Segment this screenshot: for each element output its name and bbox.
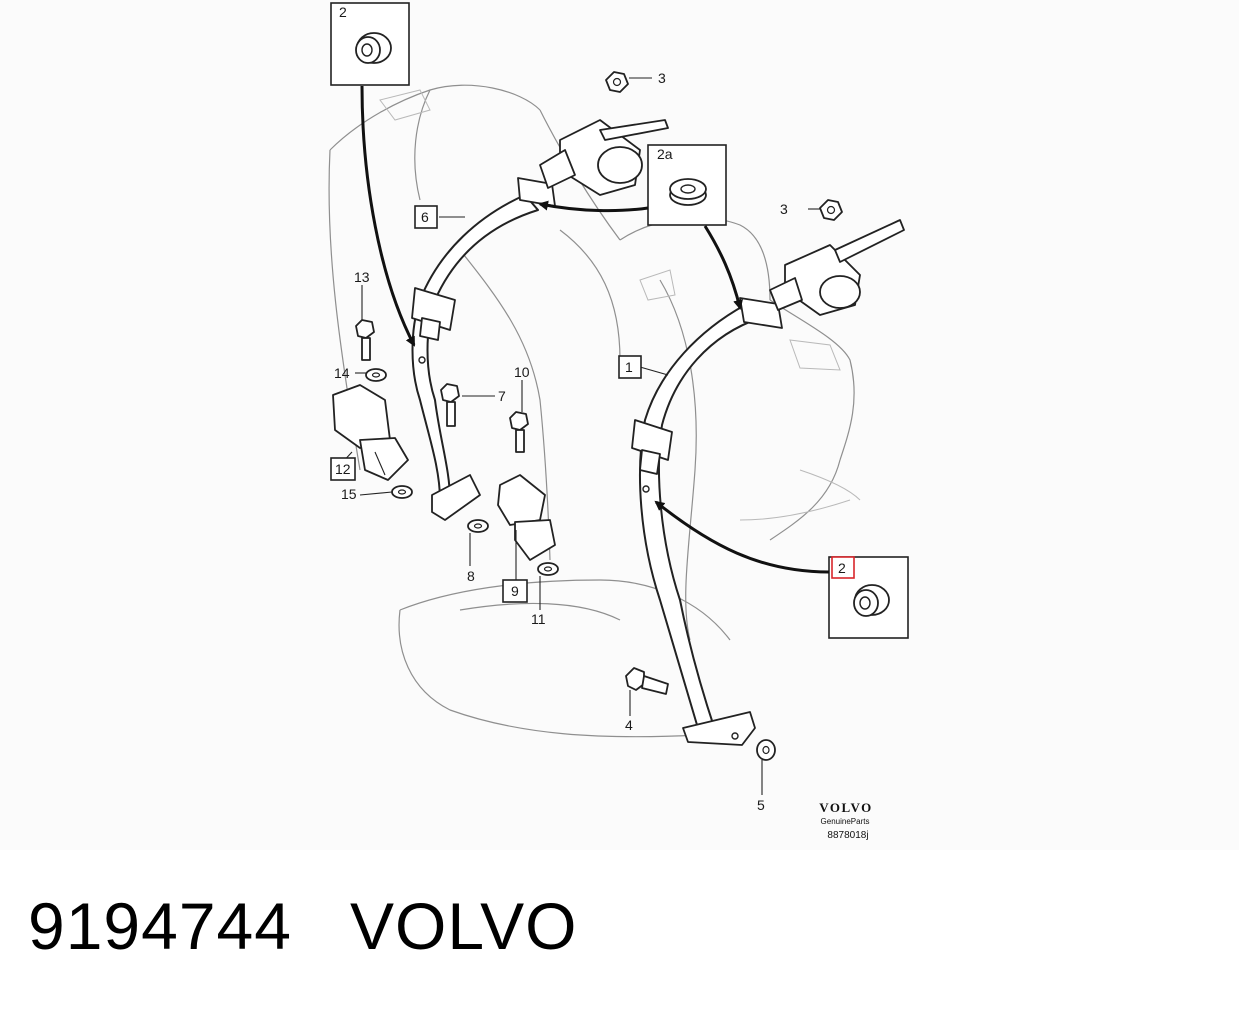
bolt-10	[509, 411, 529, 453]
callout-2-right: 2	[838, 560, 846, 576]
leader-lines	[339, 77, 820, 795]
inset-2-top	[330, 2, 410, 86]
seat-outline	[328, 84, 861, 738]
genuine-parts-text: GenuineParts	[821, 817, 870, 826]
diagram-ref: 8878018j	[827, 830, 868, 841]
callout-13: 13	[354, 269, 370, 285]
part-number: 9194744	[28, 889, 292, 963]
bolt-4	[625, 667, 669, 695]
callout-8: 8	[467, 568, 475, 584]
callout-9: 9	[511, 583, 519, 599]
washer-8	[467, 519, 489, 533]
callout-6: 6	[421, 209, 429, 225]
callout-2-top: 2	[339, 4, 347, 20]
seatbelt-right	[631, 297, 783, 746]
buckle-12	[332, 384, 409, 481]
callout-box-2-highlight	[831, 556, 855, 579]
nut-3-right-shape	[819, 199, 843, 221]
callout-11: 11	[531, 611, 546, 627]
callout-1: 1	[625, 359, 633, 375]
callout-7: 7	[498, 388, 506, 404]
make-name: VOLVO	[349, 889, 578, 963]
callout-box-1	[618, 355, 642, 379]
callout-5: 5	[757, 797, 765, 813]
caption-area	[0, 850, 1239, 1018]
callout-4: 4	[625, 717, 633, 733]
bolt-7	[440, 383, 460, 427]
inset-2a	[647, 144, 727, 226]
callout-2a: 2a	[657, 146, 673, 162]
callout-3-left: 3	[658, 70, 666, 86]
parts-diagram: 2 2a 2 3 3 6 1 13 14 12 15 7 10 8 9 11 4…	[328, 2, 909, 841]
callout-box-6	[414, 205, 438, 229]
volvo-logo: VOLVO	[819, 800, 872, 815]
arrow-2-top	[360, 85, 416, 347]
callout-box-12	[330, 457, 356, 481]
retractor-right	[769, 219, 905, 316]
retractor-left	[539, 119, 669, 196]
callout-15: 15	[341, 486, 357, 502]
buckle-9	[497, 474, 556, 561]
callout-12: 12	[335, 461, 351, 477]
arrow-2a-right	[703, 225, 743, 310]
seatbelt-left	[411, 177, 556, 521]
washer-15	[391, 485, 413, 499]
callout-10: 10	[514, 364, 530, 380]
callout-3-right: 3	[780, 201, 788, 217]
washer-14	[365, 368, 387, 382]
washer-11	[537, 562, 559, 576]
nut-3-left-shape	[605, 71, 629, 93]
bolt-13	[355, 319, 375, 361]
part-caption: 9194744 VOLVO	[28, 888, 578, 964]
callout-14: 14	[334, 365, 350, 381]
arrow-2-right	[654, 500, 830, 574]
arrow-2a-left	[538, 200, 649, 213]
washer-5	[756, 739, 776, 761]
callout-box-9	[502, 579, 528, 603]
